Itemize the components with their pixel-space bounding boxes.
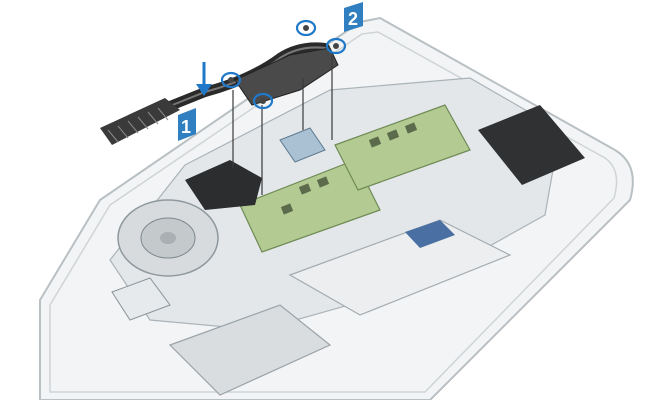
heatsink-fin-stack <box>100 98 180 145</box>
screw-ring-icon <box>252 92 274 110</box>
memory-module-right <box>334 104 471 191</box>
screw-callouts <box>220 19 347 110</box>
step-badge-1: 1 <box>178 108 196 141</box>
step-label-2: 2 <box>348 9 358 29</box>
ssd <box>478 105 585 185</box>
screw-ring-icon <box>295 19 317 37</box>
cpu-area <box>185 127 326 210</box>
screw-ring-icon <box>325 37 347 55</box>
step-label-1: 1 <box>181 117 191 137</box>
battery-cell <box>168 304 332 396</box>
memory-chips <box>280 122 418 215</box>
alignment-lines <box>232 56 333 195</box>
ssd-board <box>478 105 585 185</box>
touchpad-bracket <box>288 219 512 316</box>
wlan-card-board <box>111 277 171 321</box>
heatsink-cpu-plate <box>234 47 339 106</box>
fan-hub <box>160 232 176 244</box>
arrow-down-icon <box>196 62 212 96</box>
fin-lines <box>107 107 169 143</box>
memory-modules <box>239 104 471 253</box>
wlan-card <box>111 277 171 321</box>
battery <box>168 304 332 396</box>
heatsink-assembly <box>100 42 339 145</box>
step-badge-2: 2 <box>344 2 363 32</box>
system-fan <box>117 199 219 277</box>
memory-module-left <box>239 159 381 253</box>
screw-ring-icon <box>220 71 242 89</box>
touchpad-connector <box>405 220 455 248</box>
cpu-die <box>279 127 326 163</box>
screw-heads <box>228 25 339 104</box>
cpu-black-shield <box>185 160 262 210</box>
touchpad-plate <box>288 219 512 316</box>
